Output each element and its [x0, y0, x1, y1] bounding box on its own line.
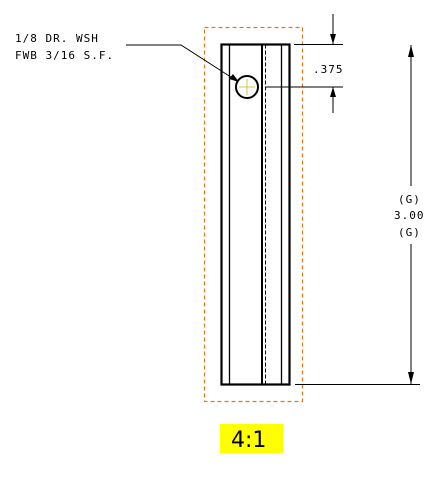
dimension-hole-offset-value: .375	[313, 63, 344, 76]
length-arrow-bottom	[408, 372, 414, 384]
dimension-length-bottom-note: (G)	[398, 226, 421, 239]
view-boundary	[203, 26, 304, 403]
dimension-length	[295, 45, 420, 385]
callout-arrowhead	[229, 74, 239, 82]
callout-line-2: FWB 3/16 S.F.	[15, 49, 114, 62]
scale-label: 4:1	[231, 428, 266, 453]
callout-leader	[126, 44, 238, 82]
dim-arrow-lower	[330, 87, 336, 97]
part-body	[220, 43, 291, 386]
callout-line-1: 1/8 DR. WSH	[15, 32, 99, 45]
dimension-length-top-note: (G)	[398, 193, 421, 206]
dimension-length-value: 3.00	[394, 209, 425, 222]
length-arrow-top	[408, 45, 414, 57]
washer-hole	[235, 75, 259, 99]
dim-arrow-upper	[330, 34, 336, 44]
scale-highlight	[220, 424, 283, 453]
